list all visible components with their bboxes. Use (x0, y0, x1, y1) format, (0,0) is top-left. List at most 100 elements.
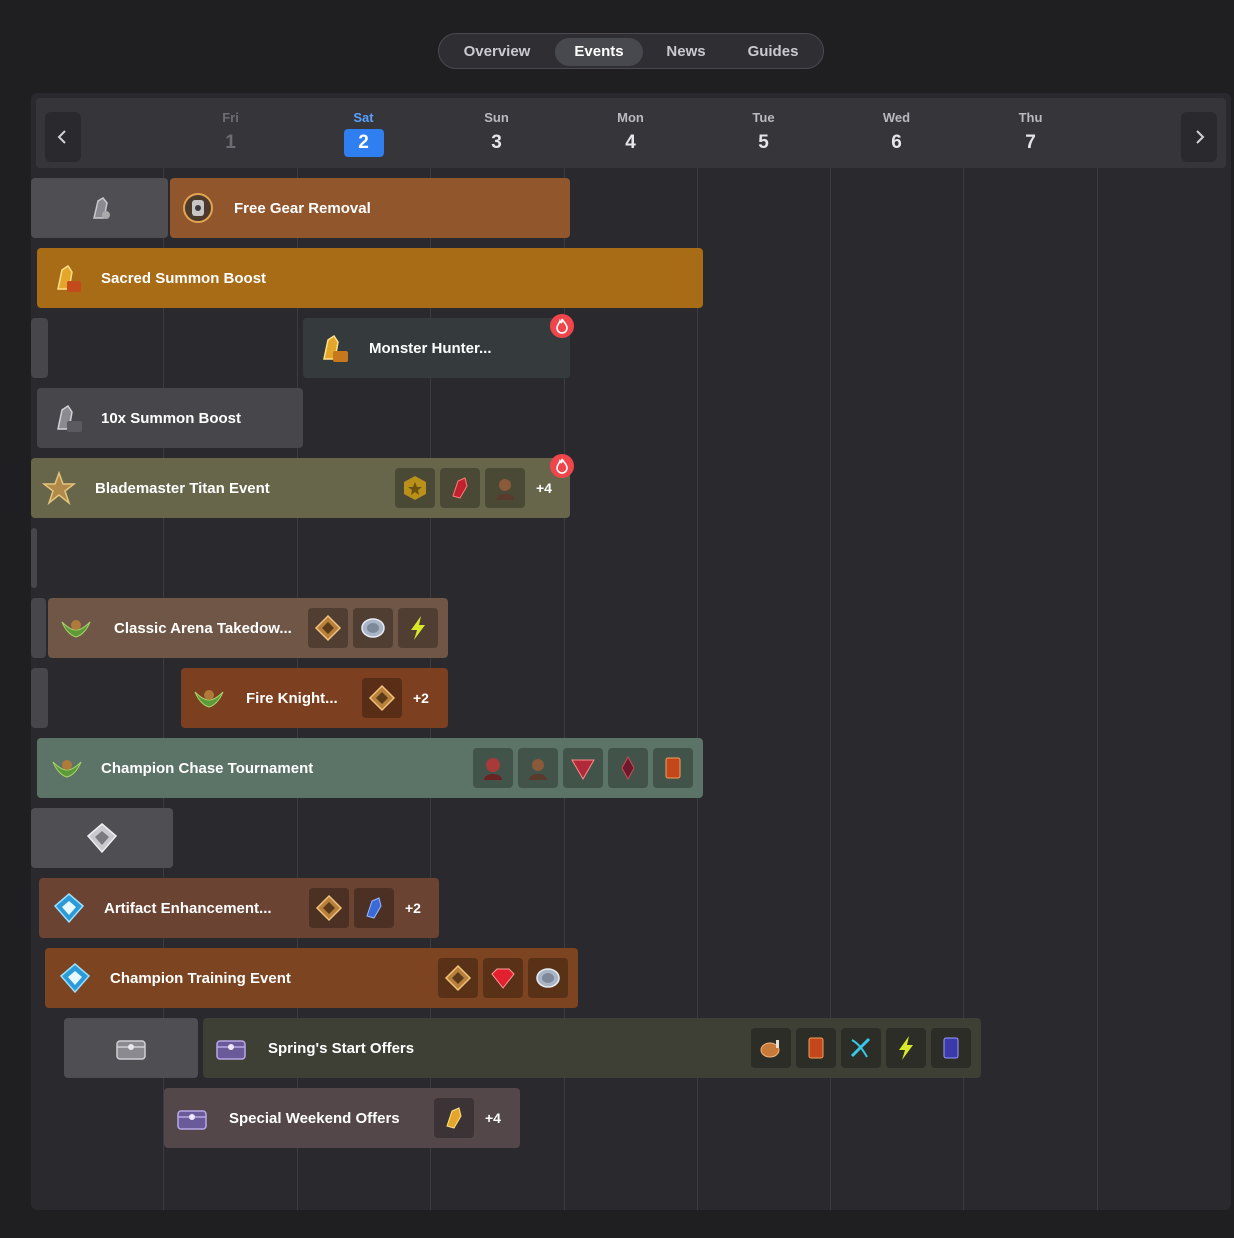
champion-portrait-icon (529, 759, 547, 780)
next-week-button[interactable] (1181, 112, 1217, 162)
more-rewards-count[interactable]: +2 (413, 690, 429, 706)
reward-item[interactable] (483, 958, 523, 998)
tab-events[interactable]: Events (555, 38, 643, 66)
event-bar-springs-start-offers[interactable]: Spring's Start Offers (203, 1018, 981, 1078)
day-number: 1 (225, 132, 236, 153)
more-rewards-count[interactable]: +2 (405, 900, 421, 916)
events-calendar: Fri 1 Sat 2 Sun 3 Mon 4 Tue 5 Wed 6 Thu … (31, 93, 1231, 1210)
book-icon (665, 757, 681, 779)
event-title: Classic Arena Takedow... (114, 619, 292, 637)
arena-wreath-icon (49, 750, 85, 786)
reward-item[interactable] (608, 748, 648, 788)
event-title: Spring's Start Offers (268, 1039, 415, 1057)
day-name: Sun (484, 110, 509, 125)
event-title: Champion Chase Tournament (101, 759, 314, 777)
reward-item[interactable] (434, 1098, 474, 1138)
column-divider (830, 98, 831, 1210)
tab-overview[interactable]: Overview (463, 43, 531, 60)
tome-icon (943, 1037, 959, 1059)
reward-item[interactable] (398, 608, 438, 648)
day-column-sat[interactable]: Sat 2 (297, 108, 430, 158)
event-title: Special Weekend Offers (229, 1109, 400, 1127)
sacred-shard-icon (446, 1107, 462, 1129)
column-divider (963, 98, 964, 1210)
reward-item[interactable] (528, 958, 568, 998)
reward-list (438, 958, 573, 998)
event-bar-10x-summon-boost[interactable]: 10x Summon Boost (37, 388, 303, 448)
reward-item[interactable] (751, 1028, 791, 1068)
red-crest-icon (571, 759, 595, 780)
more-rewards-count[interactable]: +4 (536, 480, 552, 496)
hot-badge (550, 454, 574, 478)
reward-item[interactable] (518, 748, 558, 788)
titan-icon (41, 470, 77, 506)
event-bar-classic-arena-takedown[interactable]: Classic Arena Takedow... (48, 598, 448, 658)
reward-list: +4 (434, 1098, 501, 1138)
more-rewards-count[interactable]: +4 (485, 1110, 501, 1126)
event-bar-previous[interactable] (31, 598, 46, 658)
reward-item[interactable] (353, 608, 393, 648)
event-bar-previous[interactable] (64, 1018, 198, 1078)
reward-item[interactable] (473, 748, 513, 788)
event-title: Monster Hunter... (369, 339, 492, 357)
event-title: Fire Knight... (246, 689, 338, 707)
red-shard-icon (452, 477, 468, 499)
reward-item[interactable] (931, 1028, 971, 1068)
event-bar-previous[interactable] (31, 668, 48, 728)
ruby-gem-icon (491, 968, 515, 989)
flame-icon (556, 318, 568, 334)
event-bar-previous[interactable] (31, 178, 168, 238)
day-name: Mon (617, 110, 644, 125)
event-bar-artifact-enhancement[interactable]: Artifact Enhancement... +2 (39, 878, 439, 938)
reward-item[interactable] (796, 1028, 836, 1068)
tab-news[interactable]: News (666, 43, 706, 60)
blue-gem-icon (51, 890, 87, 926)
event-bar-previous[interactable] (31, 318, 48, 378)
day-column-wed[interactable]: Wed 6 (830, 108, 963, 158)
day-name: Fri (222, 110, 239, 125)
champion-portrait-icon (484, 758, 502, 780)
reward-item[interactable] (841, 1028, 881, 1068)
event-bar-fire-knight[interactable]: Fire Knight... +2 (181, 668, 448, 728)
event-bar-free-gear-removal[interactable]: Free Gear Removal (170, 178, 570, 238)
day-column-fri[interactable]: Fri 1 (164, 108, 297, 158)
event-bar-sacred-summon-boost[interactable]: Sacred Summon Boost (37, 248, 703, 308)
reward-list: +2 (309, 888, 421, 928)
day-number: 7 (1025, 132, 1036, 153)
event-bar-previous[interactable] (31, 528, 37, 588)
column-divider (697, 98, 698, 1210)
blue-gem-icon (57, 960, 93, 996)
event-bar-champion-training[interactable]: Champion Training Event (45, 948, 578, 1008)
reward-item[interactable] (438, 958, 478, 998)
day-column-sun[interactable]: Sun 3 (430, 108, 563, 158)
reward-item[interactable] (395, 468, 435, 508)
reward-item[interactable] (308, 608, 348, 648)
event-title: Blademaster Titan Event (95, 479, 270, 497)
event-bar-monster-hunter[interactable]: Monster Hunter... (303, 318, 570, 378)
reward-item[interactable] (563, 748, 603, 788)
reward-item[interactable] (653, 748, 693, 788)
reward-item[interactable] (485, 468, 525, 508)
event-bar-blademaster-titan[interactable]: Blademaster Titan Event +4 (31, 458, 570, 518)
silver-coin-icon (361, 618, 385, 638)
day-column-mon[interactable]: Mon 4 (564, 108, 697, 158)
event-bar-previous[interactable] (31, 808, 173, 868)
reward-item[interactable] (362, 678, 402, 718)
day-column-thu[interactable]: Thu 7 (964, 108, 1097, 158)
gear-removal-icon (180, 190, 216, 226)
silver-gem-icon (86, 823, 118, 854)
reward-list: +4 (395, 468, 552, 508)
reward-item[interactable] (440, 468, 480, 508)
event-title: Sacred Summon Boost (101, 269, 267, 287)
monster-hunter-icon (315, 330, 351, 366)
event-bar-special-weekend-offers[interactable]: Special Weekend Offers +4 (164, 1088, 520, 1148)
tab-guides[interactable]: Guides (747, 43, 799, 60)
day-column-tue[interactable]: Tue 5 (697, 108, 830, 158)
reward-item[interactable] (309, 888, 349, 928)
reward-item[interactable] (354, 888, 394, 928)
arena-token-icon (368, 684, 396, 712)
day-number: 5 (758, 132, 769, 153)
event-bar-champion-chase-tournament[interactable]: Champion Chase Tournament (37, 738, 703, 798)
prev-week-button[interactable] (45, 112, 81, 162)
reward-item[interactable] (886, 1028, 926, 1068)
